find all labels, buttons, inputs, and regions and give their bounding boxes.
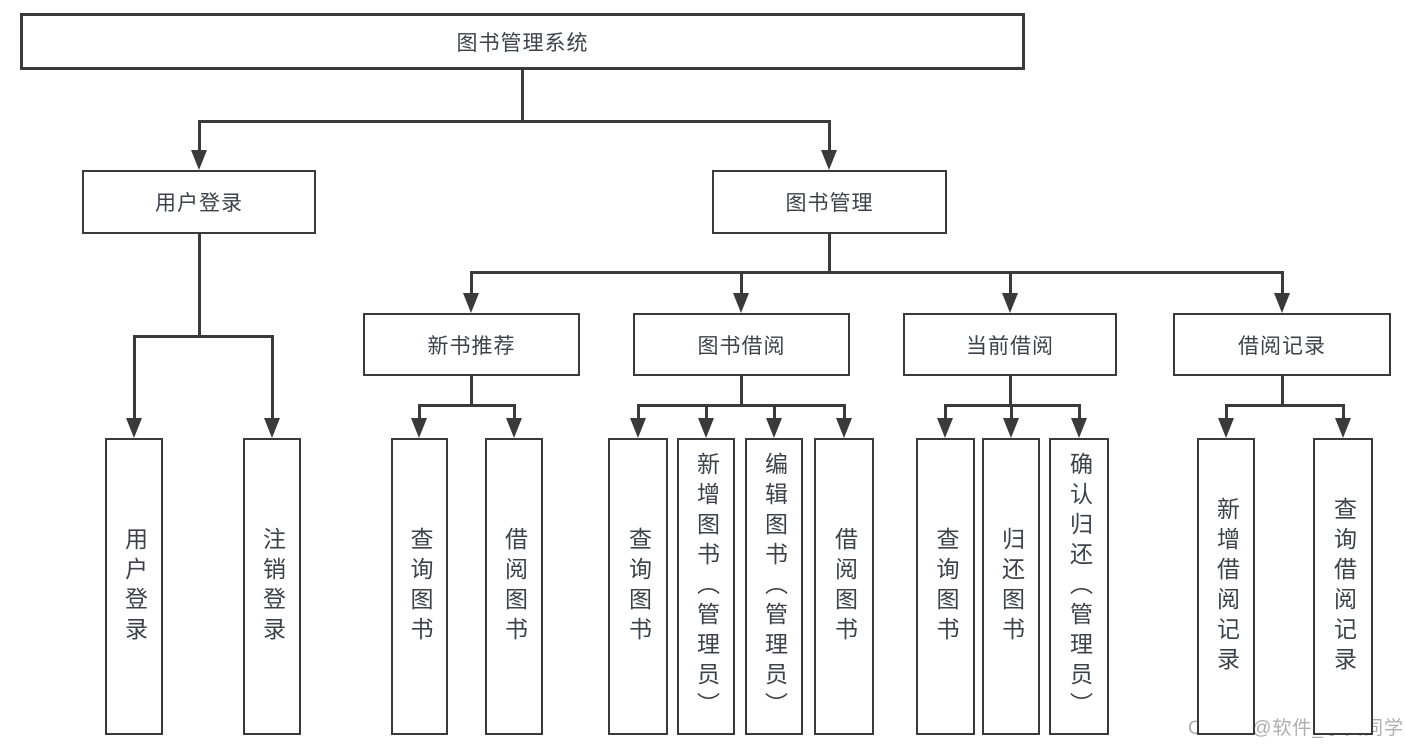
node-label-leaf-rec-borrow-book: 借阅图书: [501, 526, 528, 647]
arrowhead-down-icon: [1335, 418, 1351, 438]
connector-line: [739, 376, 743, 405]
arrowhead-down-icon: [1071, 418, 1087, 438]
node-leaf-cur-return-book: 归还图书: [982, 438, 1040, 735]
node-label-leaf-cur-confirm-return: 确认归还（管理员）: [1066, 451, 1093, 722]
connector-line: [512, 405, 516, 420]
arrowhead-down-icon: [191, 150, 207, 170]
connector-line: [739, 272, 743, 295]
node-label-leaf-logout: 注销登录: [259, 526, 286, 647]
node-leaf-bor-query-book: 查询图书: [608, 438, 668, 735]
connector-line: [1224, 405, 1228, 420]
node-leaf-bor-edit-book: 编辑图书（管理员）: [745, 438, 803, 735]
node-book-borrowing: 图书借阅: [633, 313, 850, 376]
node-label-current-borrowing: 当前借阅: [966, 334, 1054, 358]
connector-line: [469, 272, 473, 295]
connector-line: [132, 334, 274, 338]
node-label-leaf-rcd-query-record: 查询借阅记录: [1330, 496, 1357, 677]
node-label-leaf-rcd-add-record: 新增借阅记录: [1213, 496, 1240, 677]
connector-line: [842, 405, 846, 420]
connector-line: [827, 121, 831, 152]
node-label-leaf-rec-query-book: 查询图书: [407, 526, 433, 647]
connector-line: [704, 405, 708, 420]
node-leaf-bor-add-book: 新增图书（管理员）: [677, 438, 735, 735]
node-leaf-user-login: 用户登录: [105, 438, 163, 735]
connector-line: [1077, 405, 1081, 420]
arrowhead-down-icon: [126, 418, 142, 438]
connector-line: [1008, 272, 1012, 295]
node-label-book-management-module: 图书管理: [785, 192, 874, 215]
node-label-leaf-cur-return-book: 归还图书: [998, 526, 1025, 647]
node-leaf-rec-query-book: 查询图书: [391, 438, 448, 735]
node-label-leaf-bor-borrow-book: 借阅图书: [831, 526, 858, 647]
connector-line: [1341, 405, 1345, 420]
connector-line: [197, 121, 201, 152]
connector-line: [417, 403, 516, 407]
node-leaf-cur-query-book: 查询图书: [916, 438, 975, 735]
connector-line: [520, 70, 524, 121]
arrowhead-down-icon: [766, 418, 782, 438]
arrowhead-down-icon: [1002, 293, 1018, 313]
connector-line: [636, 403, 846, 407]
arrowhead-down-icon: [937, 418, 953, 438]
connector-line: [1009, 405, 1013, 420]
connector-line: [943, 405, 947, 420]
node-label-leaf-bor-add-book: 新增图书（管理员）: [693, 451, 720, 722]
arrowhead-down-icon: [264, 418, 280, 438]
node-label-leaf-user-login: 用户登录: [121, 526, 148, 647]
connector-line: [827, 234, 831, 272]
arrowhead-down-icon: [836, 418, 852, 438]
arrowhead-down-icon: [1274, 293, 1290, 313]
node-current-borrowing: 当前借阅: [903, 313, 1117, 376]
connector-line: [469, 270, 1284, 274]
arrowhead-down-icon: [821, 150, 837, 170]
node-user-login-module: 用户登录: [82, 170, 316, 234]
arrowhead-down-icon: [506, 418, 522, 438]
arrowhead-down-icon: [411, 418, 427, 438]
connector-line: [270, 336, 274, 420]
connector-line: [197, 234, 201, 336]
connector-line: [1008, 376, 1012, 405]
connector-line: [197, 119, 831, 123]
connector-line: [469, 376, 473, 405]
arrowhead-down-icon: [463, 293, 479, 313]
arrowhead-down-icon: [1218, 418, 1234, 438]
connector-line: [132, 336, 136, 420]
node-borrowing-records: 借阅记录: [1173, 313, 1391, 376]
arrowhead-down-icon: [630, 418, 646, 438]
node-label-leaf-cur-query-book: 查询图书: [933, 526, 959, 647]
node-leaf-cur-confirm-return: 确认归还（管理员）: [1049, 438, 1109, 735]
node-label-leaf-bor-edit-book: 编辑图书（管理员）: [761, 451, 788, 722]
node-leaf-rcd-add-record: 新增借阅记录: [1197, 438, 1255, 735]
node-leaf-logout: 注销登录: [243, 438, 301, 735]
connector-line: [636, 405, 640, 420]
node-label-system-root: 图书管理系统: [456, 31, 589, 55]
node-leaf-bor-borrow-book: 借阅图书: [814, 438, 874, 735]
node-leaf-rec-borrow-book: 借阅图书: [485, 438, 543, 735]
connector-line: [1280, 376, 1284, 405]
node-label-book-borrowing: 图书借阅: [697, 334, 786, 358]
node-book-management-module: 图书管理: [712, 170, 947, 234]
node-system-root: 图书管理系统: [20, 13, 1025, 70]
connector-line: [417, 405, 421, 420]
arrowhead-down-icon: [733, 293, 749, 313]
arrowhead-down-icon: [698, 418, 714, 438]
connector-line: [772, 405, 776, 420]
connector-line: [1280, 272, 1284, 295]
node-label-new-book-recommend: 新书推荐: [427, 334, 516, 358]
connector-line: [1224, 403, 1345, 407]
arrowhead-down-icon: [1003, 418, 1019, 438]
node-label-borrowing-records: 借阅记录: [1238, 334, 1326, 358]
node-leaf-rcd-query-record: 查询借阅记录: [1313, 438, 1373, 735]
node-label-leaf-bor-query-book: 查询图书: [625, 526, 652, 647]
node-label-user-login-module: 用户登录: [155, 192, 243, 215]
node-new-book-recommend: 新书推荐: [363, 313, 580, 376]
